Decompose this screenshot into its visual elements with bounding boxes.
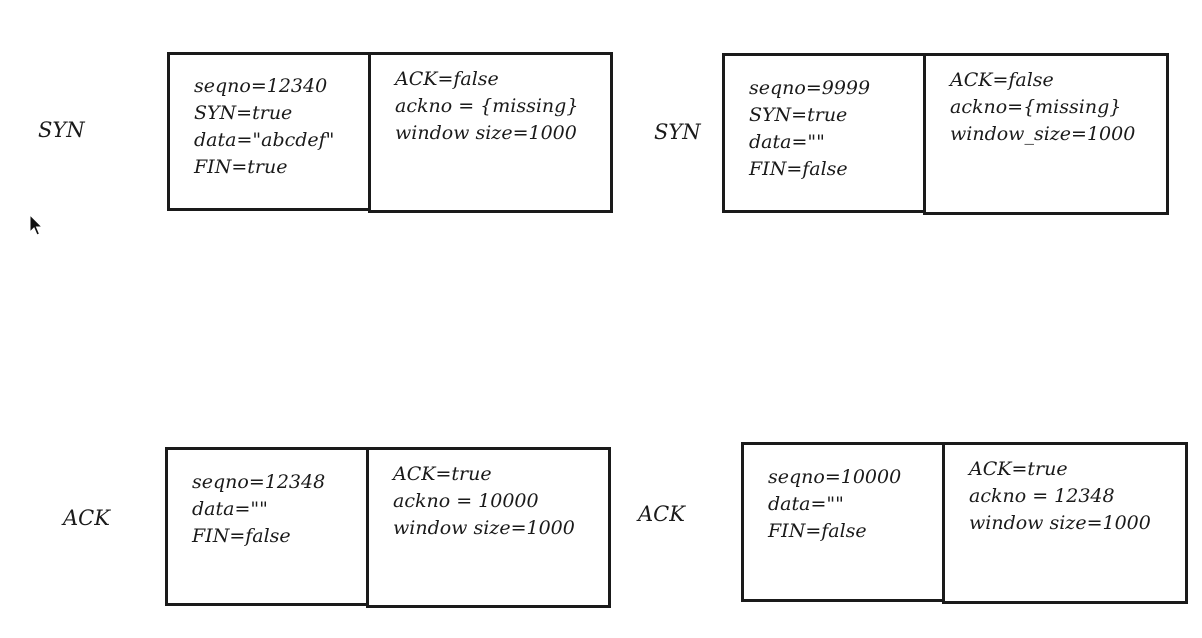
segment-2-label: SYN bbox=[654, 120, 701, 144]
segment-3-flags-box bbox=[366, 447, 611, 608]
segment-3-window: window size=1000 bbox=[393, 517, 575, 539]
segment-2-seqno: seqno=9999 bbox=[749, 77, 871, 99]
segment-2-header-box bbox=[722, 53, 928, 213]
segment-4-window: window size=1000 bbox=[969, 512, 1151, 534]
segment-3-data: data="" bbox=[192, 498, 268, 520]
segment-1-seqno: seqno=12340 bbox=[194, 75, 328, 97]
segment-4-ack: ACK=true bbox=[969, 458, 1068, 480]
segment-1-flag-fields: ACK=false ackno = {missing} window size=… bbox=[395, 66, 578, 147]
segment-4-flags-box bbox=[942, 442, 1188, 604]
segment-3-flag-fields: ACK=true ackno = 10000 window size=1000 bbox=[393, 461, 575, 542]
segment-2-ackno: ackno={missing} bbox=[950, 96, 1122, 118]
segment-4-header-fields: seqno=10000 data="" FIN=false bbox=[768, 464, 901, 545]
segment-4-header-box bbox=[741, 442, 947, 602]
segment-4-ackno: ackno = 12348 bbox=[969, 485, 1115, 507]
segment-3-ack: ACK=true bbox=[393, 463, 492, 485]
segment-3-seqno: seqno=12348 bbox=[192, 471, 326, 493]
segment-1-ackno: ackno = {missing} bbox=[395, 95, 579, 117]
segment-1-fin: FIN=true bbox=[194, 156, 288, 178]
segment-3-label: ACK bbox=[63, 506, 110, 530]
segment-1-data: data="abcdef" bbox=[194, 129, 335, 151]
segment-2-ack: ACK=false bbox=[950, 69, 1054, 91]
segment-1-header-box bbox=[167, 52, 372, 211]
segment-4-flag-fields: ACK=true ackno = 12348 window size=1000 bbox=[969, 456, 1151, 537]
segment-1-header-fields: seqno=12340 SYN=true data="abcdef" FIN=t… bbox=[194, 73, 334, 181]
segment-3-fin: FIN=false bbox=[192, 525, 291, 547]
segment-2-flags-box bbox=[923, 53, 1169, 215]
segment-3-header-box bbox=[165, 447, 371, 606]
segment-1-label: SYN bbox=[38, 118, 85, 142]
segment-1-flags-box bbox=[368, 52, 613, 213]
mouse-cursor-icon bbox=[29, 213, 44, 242]
segment-4-data: data="" bbox=[768, 493, 844, 515]
segment-1-window: window size=1000 bbox=[395, 122, 577, 144]
segment-2-syn: SYN=true bbox=[749, 104, 848, 126]
segment-2-header-fields: seqno=9999 SYN=true data="" FIN=false bbox=[749, 75, 870, 183]
segment-1-syn: SYN=true bbox=[194, 102, 293, 124]
segment-2-flag-fields: ACK=false ackno={missing} window_size=10… bbox=[950, 67, 1135, 148]
segment-1-ack: ACK=false bbox=[395, 68, 499, 90]
segment-4-fin: FIN=false bbox=[768, 520, 867, 542]
segment-3-header-fields: seqno=12348 data="" FIN=false bbox=[192, 469, 325, 550]
segment-4-label: ACK bbox=[638, 502, 685, 526]
segment-4-seqno: seqno=10000 bbox=[768, 466, 902, 488]
segment-3-ackno: ackno = 10000 bbox=[393, 490, 539, 512]
segment-2-fin: FIN=false bbox=[749, 158, 848, 180]
segment-2-data: data="" bbox=[749, 131, 825, 153]
segment-2-window: window_size=1000 bbox=[950, 123, 1136, 145]
